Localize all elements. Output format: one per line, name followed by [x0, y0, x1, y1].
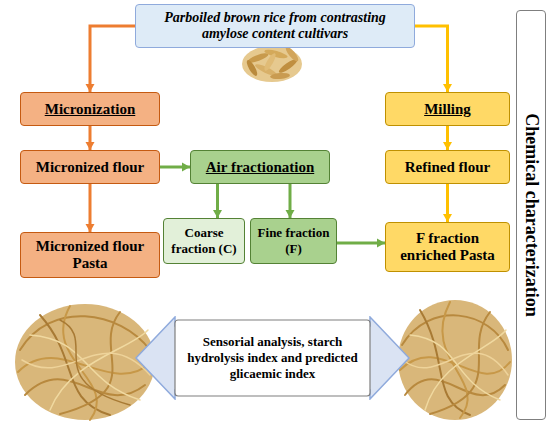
node-label: Parboiled brown rice from contrasting am… [142, 10, 408, 42]
analysis-double-arrow: Sensorial analysis, starch hydrolysis in… [135, 316, 410, 400]
node-label: Fine fraction (F) [257, 225, 330, 257]
node-label: Micronization [45, 101, 136, 118]
product-box: Micronized flour [20, 150, 160, 184]
flow-arrow [443, 126, 452, 150]
flow-arrow [213, 184, 222, 218]
pasta-box: F fraction enriched Pasta [385, 222, 510, 272]
pasta-illustration-left [15, 304, 155, 420]
process-box: Milling [385, 92, 510, 126]
source-box: Parboiled brown rice from contrasting am… [135, 4, 415, 48]
flow-arrow [86, 184, 95, 232]
fraction-box: Coarse fraction (C) [163, 218, 245, 264]
process-box: Air fractionation [190, 150, 330, 184]
node-label: Micronized flour Pasta [27, 238, 153, 272]
product-box: Refined flour [385, 150, 510, 184]
node-label: Refined flour [405, 159, 490, 176]
node-label: F fraction enriched Pasta [392, 230, 503, 264]
analysis-band: Chemical characterization [516, 10, 546, 420]
rice-illustration [242, 45, 302, 82]
process-box: Micronization [20, 92, 160, 126]
flow-arrow [86, 26, 136, 92]
pasta-box: Micronized flour Pasta [20, 232, 160, 278]
node-label: Sensorial analysis, starch hydrolysis in… [181, 334, 364, 382]
pasta-illustration-right [398, 300, 512, 420]
flow-arrow [415, 26, 452, 92]
node-label: Micronized flour [36, 159, 144, 176]
flow-arrow [86, 126, 95, 150]
flow-arrow [286, 184, 295, 218]
node-label: Air fractionation [206, 159, 314, 176]
flow-arrow [160, 163, 190, 172]
node-label: Coarse fraction (C) [170, 225, 238, 257]
node-label: Milling [424, 101, 471, 118]
flow-arrow [443, 184, 452, 222]
node-label: Chemical characterization [521, 113, 542, 316]
flow-arrow [337, 239, 385, 248]
fraction-box: Fine fraction (F) [250, 218, 337, 264]
